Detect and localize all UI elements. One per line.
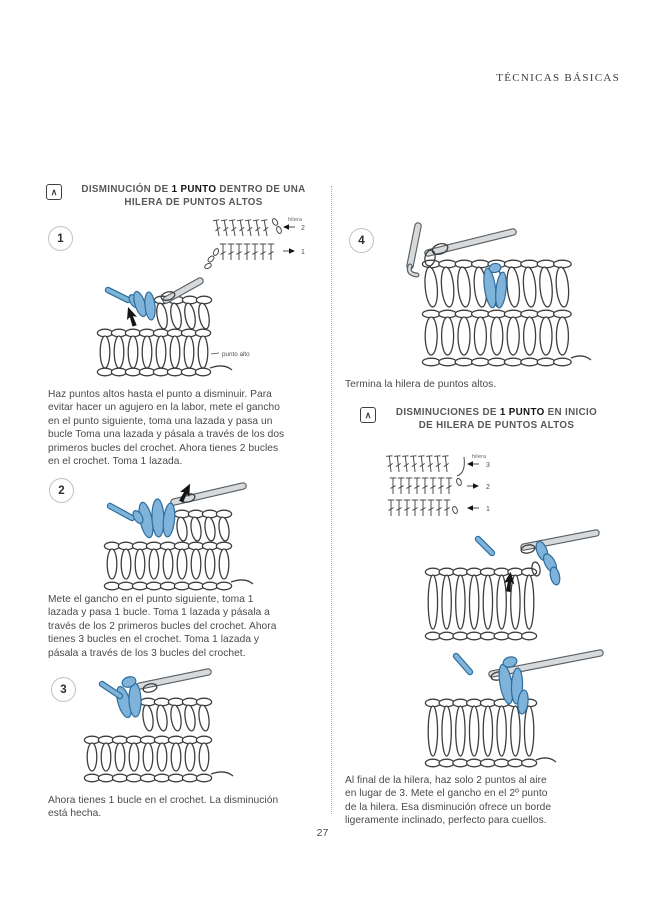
diagram-1-axis-label: hilera xyxy=(288,217,303,223)
diagram-1-row-2-number: 2 xyxy=(301,225,305,232)
step-number-2: 2 xyxy=(49,478,74,503)
level-icon-glyph: ∧ xyxy=(50,186,58,197)
section-2-instructions: Al final de la hilera, haz solo 2 puntos… xyxy=(345,775,552,827)
step-number-1: 1 xyxy=(48,226,73,251)
crochet-illustration-step-3 xyxy=(83,668,234,783)
stitch-chart-decrease-mid-row: hilera 2 1 xyxy=(204,217,305,270)
section-2-header: ∧ DISMINUCIONES DE 1 PUNTO EN INICIO DE … xyxy=(360,406,610,432)
diagram-1-row-1-number: 1 xyxy=(301,249,305,256)
punto-alto-leader-line xyxy=(210,352,220,355)
crochet-illustration-row-start-2 xyxy=(424,649,604,768)
crochet-illustration-step-2 xyxy=(103,482,254,591)
section-2-title-line-1: DISMINUCIONES DE 1 PUNTO EN INICIO xyxy=(395,407,598,418)
diagram-2-row-2-number: 2 xyxy=(486,484,490,491)
crochet-illustration-row-start-1 xyxy=(424,529,600,641)
section-1-title: DISMINUCIÓN DE 1 PUNTO DENTRO DE UNA HIL… xyxy=(69,183,318,209)
step-number-4: 4 xyxy=(349,228,374,253)
section-1-title-line-1: DISMINUCIÓN DE 1 PUNTO DENTRO DE UNA xyxy=(81,184,306,195)
running-header: TÉCNICAS BÁSICAS xyxy=(496,72,620,84)
column-divider xyxy=(331,186,332,814)
step-2-instructions: Mete el gancho en el punto siguiente, to… xyxy=(48,594,277,659)
crochet-illustration-step-4 xyxy=(406,222,592,367)
section-1-title-line-2: HILERA DE PUNTOS ALTOS xyxy=(124,197,263,208)
diagram-2-row-1-number: 1 xyxy=(486,506,490,513)
stitch-chart-decrease-row-start: hilera 3 2 1 xyxy=(386,454,490,516)
section-1-header: ∧ DISMINUCIÓN DE 1 PUNTO DENTRO DE UNA H… xyxy=(46,183,318,209)
level-icon: ∧ xyxy=(46,184,62,200)
crochet-illustration-step-1: punto alto xyxy=(96,277,250,377)
level-icon: ∧ xyxy=(360,407,376,423)
step-number-3: 3 xyxy=(51,677,76,702)
level-icon-glyph: ∧ xyxy=(364,409,372,420)
step-1-instructions: Haz puntos altos hasta el punto a dismin… xyxy=(48,389,285,468)
diagram-2-row-3-number: 3 xyxy=(486,462,490,469)
step-3-instructions: Ahora tienes 1 bucle en el crochet. La d… xyxy=(48,795,279,820)
page-number: 27 xyxy=(316,827,329,839)
diagram-2-axis-label: hilera xyxy=(472,454,487,460)
section-2-title: DISMINUCIONES DE 1 PUNTO EN INICIO DE HI… xyxy=(383,406,610,432)
punto-alto-label: punto alto xyxy=(222,351,250,358)
section-2-title-line-2: DE HILERA DE PUNTOS ALTOS xyxy=(418,420,575,431)
step-4-caption: Termina la hilera de puntos altos. xyxy=(345,379,497,390)
